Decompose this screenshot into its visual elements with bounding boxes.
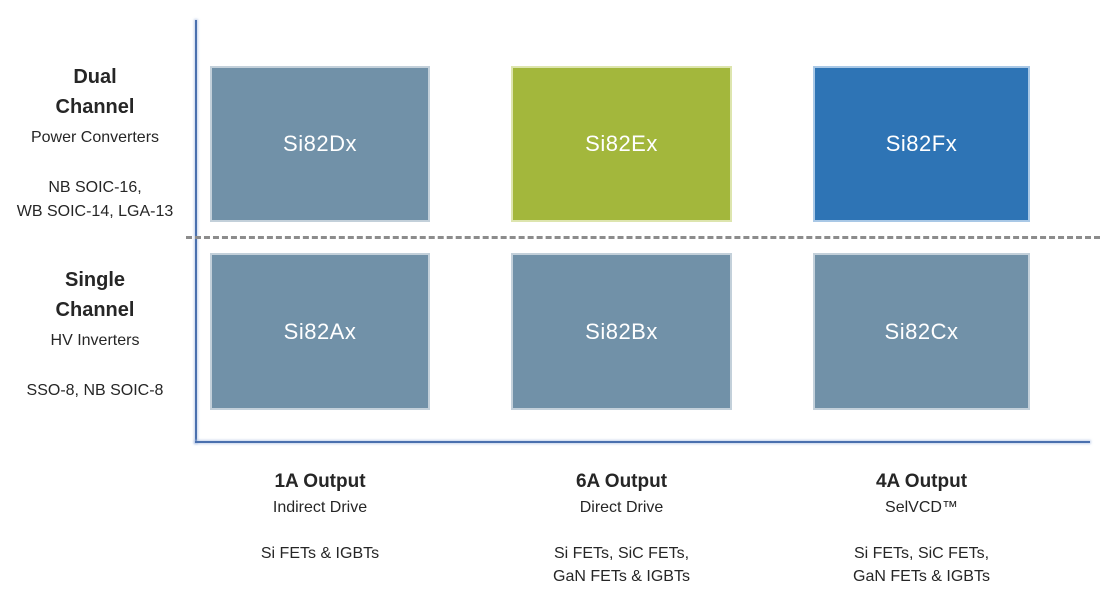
col-title: 4A Output	[875, 471, 968, 492]
x-axis-line	[195, 441, 1090, 443]
cell-label: Si82Fx	[885, 131, 958, 156]
row-title: Dual Channel	[55, 66, 135, 118]
col-subtitle: Direct Drive	[579, 499, 664, 516]
cell-si82ax: Si82Ax	[210, 253, 430, 410]
cell-si82ex: Si82Ex	[511, 66, 732, 222]
col-technologies: Si FETs, SiC FETs, GaN FETs & IGBTs	[853, 545, 990, 585]
cell-si82bx: Si82Bx	[511, 253, 732, 410]
row-subtitle: HV Inverters	[50, 332, 140, 349]
col-label-1a-output: 1A Output Indirect Drive Si FETs & IGBTs	[210, 470, 430, 565]
cell-label: Si82Ex	[585, 131, 658, 156]
row-packages: NB SOIC-16, WB SOIC-14, LGA-13	[16, 179, 174, 220]
cell-si82dx: Si82Dx	[210, 66, 430, 222]
col-subtitle: SelVCD™	[885, 499, 958, 516]
row-packages: SSO-8, NB SOIC-8	[26, 382, 164, 399]
row-subtitle: Power Converters	[30, 129, 160, 146]
row-title: Single Channel	[55, 269, 135, 321]
cell-label: Si82Bx	[585, 318, 658, 344]
col-title: 1A Output	[274, 471, 366, 492]
cell-label: Si82Dx	[283, 131, 357, 156]
row-label-single-channel: Single Channel HV Inverters SSO-8, NB SO…	[5, 265, 185, 403]
col-technologies: Si FETs & IGBTs	[260, 545, 380, 562]
y-axis-line	[195, 20, 197, 443]
dual-single-divider-dashed-line	[186, 236, 1100, 239]
col-title: 6A Output	[575, 471, 668, 492]
col-subtitle: Indirect Drive	[272, 499, 368, 516]
row-label-dual-channel: Dual Channel Power Converters NB SOIC-16…	[5, 62, 185, 224]
col-label-4a-output: 4A Output SelVCD™ Si FETs, SiC FETs, GaN…	[813, 470, 1030, 588]
col-label-6a-output: 6A Output Direct Drive Si FETs, SiC FETs…	[511, 470, 732, 588]
cell-si82cx: Si82Cx	[813, 253, 1030, 410]
cell-label: Si82Cx	[884, 318, 959, 344]
col-technologies: Si FETs, SiC FETs, GaN FETs & IGBTs	[553, 545, 690, 585]
cell-si82fx: Si82Fx	[813, 66, 1030, 222]
cell-label: Si82Ax	[283, 318, 357, 344]
